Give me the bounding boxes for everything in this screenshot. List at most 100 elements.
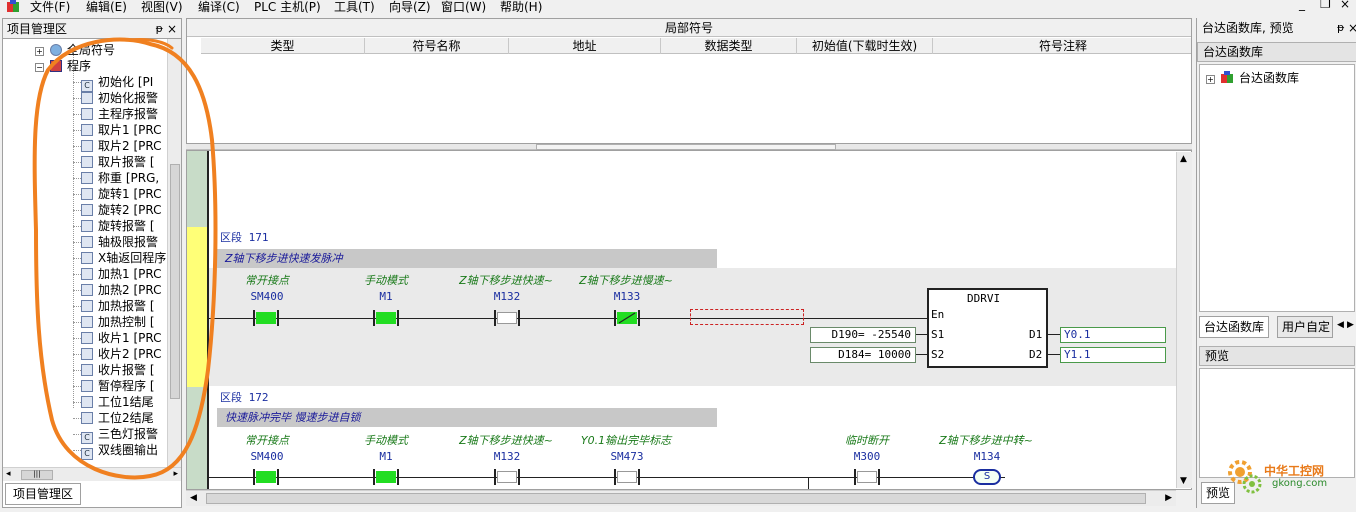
program-file-icon <box>81 92 93 104</box>
tree-guide-line <box>73 402 81 403</box>
tree-guide-line <box>73 450 81 451</box>
close-window-button[interactable]: × <box>1340 0 1351 11</box>
rung-comment-171[interactable]: Z轴下移步进快速发脉冲 <box>217 249 717 268</box>
scroll-right-icon[interactable]: ▶ <box>1165 493 1172 503</box>
menu-edit[interactable]: 编辑(E) <box>86 0 127 14</box>
collapse-icon[interactable]: − <box>35 63 44 72</box>
menu-view[interactable]: 视图(V) <box>141 0 183 14</box>
pin-icon[interactable]: ᵽ <box>1337 21 1345 34</box>
set-coil-m134[interactable]: S <box>973 469 1001 485</box>
input-s1-value[interactable]: D190= -25540 <box>810 327 916 343</box>
tab-scroll-left-icon[interactable]: ◀ <box>1337 320 1344 330</box>
function-block-ddrvi[interactable]: DDRVI En S1 S2 D1 D2 <box>927 288 1048 368</box>
restore-button[interactable]: ❐ <box>1320 0 1331 11</box>
tree-item-program[interactable]: 取片报警 [ <box>73 154 155 170</box>
pin-icon[interactable]: ᵽ <box>155 22 163 35</box>
contact-sm400[interactable] <box>253 469 279 485</box>
panel-splitter[interactable] <box>186 144 1192 150</box>
column-symbol-name[interactable]: 符号名称 <box>365 38 509 54</box>
column-type[interactable]: 类型 <box>201 38 365 54</box>
tree-item-label: 加热1 [PRC <box>98 267 162 281</box>
tab-scroll-right-icon[interactable]: ▶ <box>1347 320 1354 330</box>
tree-item-program[interactable]: 取片1 [PRC <box>73 122 162 138</box>
column-address[interactable]: 地址 <box>509 38 661 54</box>
scroll-left-icon[interactable]: ◀ <box>190 493 197 503</box>
tree-item-program[interactable]: 主程序报警 <box>73 106 158 122</box>
contact-sm400[interactable] <box>253 310 279 326</box>
tree-item-program[interactable]: 加热1 [PRC <box>73 266 162 282</box>
tab-project-management[interactable]: 项目管理区 <box>5 483 81 505</box>
output-d1-value[interactable]: Y0.1 <box>1060 327 1166 343</box>
tree-item-program[interactable]: 暂停程序 [ <box>73 378 155 394</box>
contact-m132[interactable] <box>494 310 520 326</box>
contact-sm473[interactable] <box>614 469 640 485</box>
expand-icon[interactable]: + <box>1206 75 1215 84</box>
menu-compile[interactable]: 编译(C) <box>198 0 240 14</box>
tree-item-program[interactable]: 收片报警 [ <box>73 362 155 378</box>
menu-tools[interactable]: 工具(T) <box>334 0 375 14</box>
project-tree-vscrollbar[interactable] <box>167 39 181 481</box>
scroll-down-icon[interactable]: ▼ <box>1180 476 1187 486</box>
library-panel: 台达函数库, 预览 ᵽ × 台达函数库 +台达函数库 台达函数库 用户自定 ◀ … <box>1196 18 1356 508</box>
scroll-left-icon[interactable]: ◂ <box>6 469 11 479</box>
tree-item-program[interactable]: 称重 [PRG, <box>73 170 159 186</box>
contact-m133-nc[interactable] <box>614 310 640 326</box>
tree-item-program[interactable]: 收片2 [PRC <box>73 346 162 362</box>
column-initial-value[interactable]: 初始值(下载时生效) <box>797 38 933 54</box>
tree-item-program[interactable]: 加热2 [PRC <box>73 282 162 298</box>
tree-item-programs[interactable]: −程序 <box>35 58 91 74</box>
menu-file[interactable]: 文件(F) <box>30 0 71 14</box>
column-symbol-comment[interactable]: 符号注释 <box>1038 39 1087 53</box>
expand-icon[interactable]: + <box>35 47 44 56</box>
tree-item-program[interactable]: 工位2结尾 <box>73 410 154 426</box>
tree-item-program[interactable]: X轴返回程序 <box>73 250 166 266</box>
scroll-thumb[interactable] <box>206 493 1146 504</box>
menu-plc-host[interactable]: PLC 主机(P) <box>254 0 321 14</box>
tree-item-program[interactable]: 轴极限报警 <box>73 234 158 250</box>
tree-item-global-symbols[interactable]: +全局符号 <box>35 42 115 58</box>
tab-preview[interactable]: 预览 <box>1201 482 1235 504</box>
close-icon[interactable]: × <box>166 22 177 36</box>
tree-item-program[interactable]: 初始化报警 <box>73 90 158 106</box>
menu-wizard[interactable]: 向导(Z) <box>389 0 431 14</box>
scroll-thumb[interactable]: ||| <box>21 470 53 480</box>
tree-item-program[interactable]: 旋转报警 [ <box>73 218 155 234</box>
menu-help[interactable]: 帮助(H) <box>500 0 543 14</box>
tree-item-program[interactable]: 加热报警 [ <box>73 298 155 314</box>
tree-item-program[interactable]: 收片1 [PRC <box>73 330 162 346</box>
library-root-item[interactable]: +台达函数库 <box>1206 69 1299 86</box>
splitter-grip[interactable] <box>536 144 836 150</box>
ladder-hscrollbar[interactable]: ◀ ▶ <box>186 490 1176 506</box>
ladder-editor[interactable]: 区段 171 Z轴下移步进快速发脉冲 常开接点 SM400 手动模式 M1 Z轴… <box>186 150 1192 490</box>
close-icon[interactable]: × <box>1348 21 1356 35</box>
input-s2-value[interactable]: D184= 10000 <box>810 347 916 363</box>
menu-window[interactable]: 窗口(W) <box>441 0 487 14</box>
contact-m132[interactable] <box>494 469 520 485</box>
column-data-type[interactable]: 数据类型 <box>661 38 797 54</box>
tree-item-program[interactable]: 加热控制 [ <box>73 314 155 330</box>
contact-comment: Z轴下移步进快速~ <box>459 274 553 287</box>
tree-item-program[interactable]: 取片2 [PRC <box>73 138 162 154</box>
tree-item-program[interactable]: 旋转1 [PRC <box>73 186 162 202</box>
rung-comment-172[interactable]: 快速脉冲完毕 慢速步进自锁 <box>217 408 717 427</box>
contact-m1[interactable] <box>373 310 399 326</box>
minimize-button[interactable]: _ <box>1299 0 1305 11</box>
empty-instruction-slot[interactable] <box>690 309 804 325</box>
contact-m1[interactable] <box>373 469 399 485</box>
tree-item-program[interactable]: 工位1结尾 <box>73 394 154 410</box>
scroll-right-icon[interactable]: ▸ <box>173 469 178 479</box>
tree-item-program[interactable]: 旋转2 [PRC <box>73 202 162 218</box>
contact-m300[interactable] <box>854 469 880 485</box>
tab-user-defined[interactable]: 用户自定 <box>1277 316 1333 338</box>
output-d2-value[interactable]: Y1.1 <box>1060 347 1166 363</box>
tree-guide-line <box>73 322 81 323</box>
scroll-up-icon[interactable]: ▲ <box>1180 154 1187 164</box>
ladder-vscrollbar[interactable]: ▲ ▼ <box>1176 152 1192 488</box>
project-tree-hscrollbar[interactable]: ◂ ||| ▸ <box>3 467 181 481</box>
scroll-thumb[interactable] <box>170 164 180 399</box>
tab-delta-library[interactable]: 台达函数库 <box>1199 316 1270 338</box>
